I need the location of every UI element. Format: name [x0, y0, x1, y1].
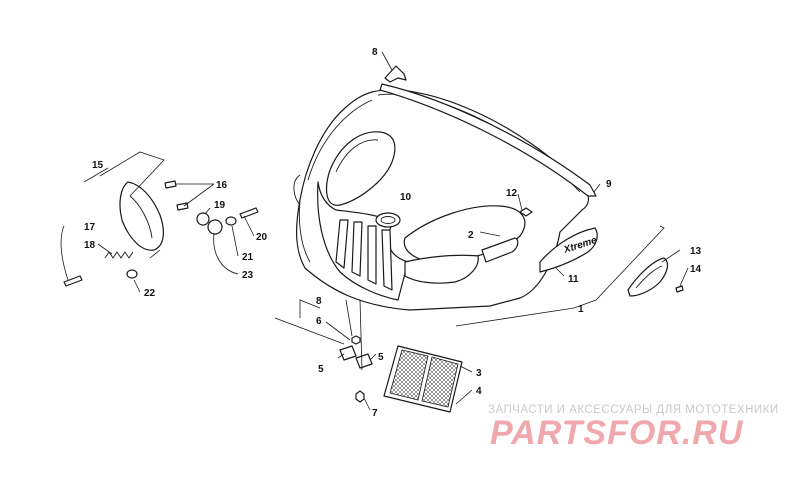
callout-22a: 21 [242, 252, 254, 263]
callout-3: 3 [476, 368, 482, 379]
bracket-5b [355, 353, 373, 369]
cable-8 [274, 317, 345, 345]
hood-emblem [375, 212, 401, 228]
callout-7: 7 [372, 408, 378, 419]
bracket-5a [339, 345, 357, 361]
bolt-21 [239, 207, 259, 219]
callout-22b: 22 [144, 288, 156, 299]
callout-10: 9 [606, 179, 612, 190]
callout-18: 17 [84, 222, 96, 233]
callout-8b: 8 [316, 296, 322, 307]
bolt-6 [351, 335, 361, 345]
callout-2: 2 [468, 230, 474, 241]
callout-17: 16 [216, 180, 228, 191]
watermark-logo: PARTSFOR.RU [490, 414, 744, 452]
clip-9 [384, 65, 407, 83]
screw-17a [164, 180, 177, 189]
watermark-caption: ЗАПЧАСТИ И АКСЕССУАРЫ ДЛЯ МОТОТЕХНИКИ [488, 404, 779, 416]
leader-lines [60, 51, 689, 411]
clip-13 [519, 207, 533, 217]
hood-intake-left [325, 131, 396, 206]
callout-labels: 8 9 12 10 2 11 1 15 16 19 20 21 23 17 18… [84, 47, 702, 419]
headlight-side [481, 237, 519, 263]
screw-15 [675, 285, 684, 293]
callout-11: 10 [400, 192, 412, 203]
side-bracket-14 [627, 257, 669, 297]
callout-13: 12 [506, 188, 518, 199]
nut-7 [355, 390, 365, 403]
grommet-20 [196, 212, 210, 226]
light-housing [119, 181, 164, 251]
callout-5b: 5 [378, 352, 384, 363]
bolt-18 [63, 275, 83, 287]
mesh-screen [383, 345, 463, 413]
callout-19: 18 [84, 240, 96, 251]
hood-decal [539, 227, 598, 273]
spring-19 [104, 251, 134, 259]
callout-6: 6 [316, 316, 322, 327]
callout-1: 1 [578, 304, 584, 315]
callout-21: 20 [256, 232, 268, 243]
headlight-right [404, 254, 479, 284]
washer-22a [225, 216, 237, 226]
callout-9: 8 [372, 47, 378, 58]
callout-4: 4 [476, 386, 482, 397]
seal-strip [379, 83, 597, 197]
callout-20: 19 [214, 200, 226, 211]
callout-12: 11 [568, 274, 579, 285]
callout-14: 13 [690, 246, 702, 257]
callout-15: 14 [690, 264, 702, 275]
grille-slats [335, 219, 393, 291]
washer-22b [126, 269, 138, 279]
callout-16: 15 [92, 160, 104, 171]
grommet-23 [207, 219, 223, 235]
hood-assembly: Xtreme [293, 89, 599, 311]
callout-23: 23 [242, 270, 254, 281]
light-assembly [63, 180, 259, 287]
callout-5a: 5 [318, 364, 324, 375]
